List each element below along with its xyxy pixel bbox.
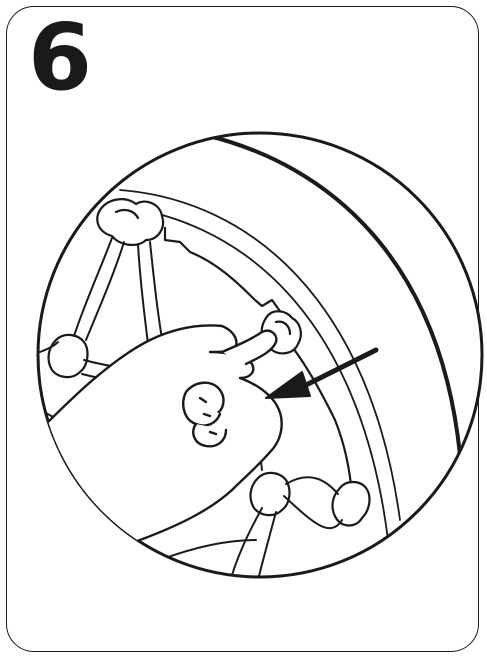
chain-link-lower: [251, 473, 290, 515]
chain-link-left: [49, 335, 88, 377]
